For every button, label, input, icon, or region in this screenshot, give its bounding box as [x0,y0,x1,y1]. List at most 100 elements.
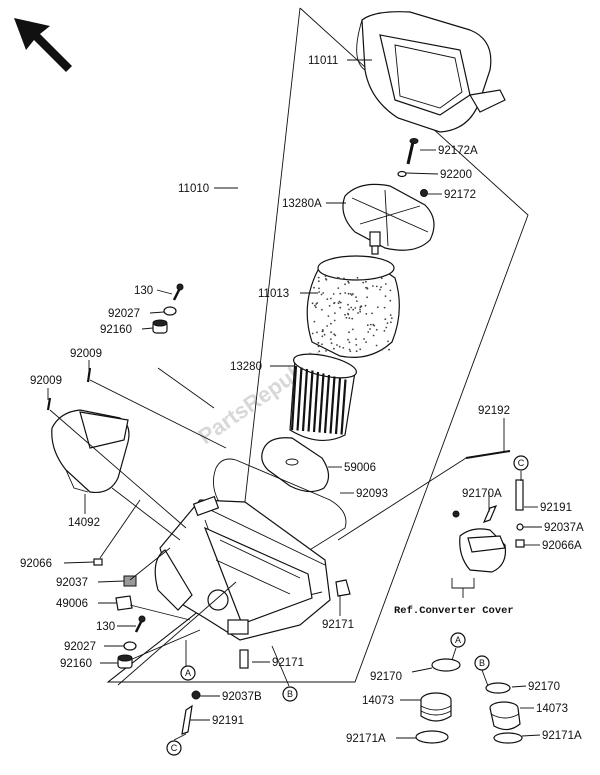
foam-dot [311,332,314,335]
foam-dot [315,306,317,309]
foam-dot [313,286,315,289]
foam-dot [320,293,323,296]
part-92171A-clamp-right [493,732,523,744]
label-13280: 13280 [230,361,262,373]
foam-dot [323,333,326,336]
foam-dot [338,300,341,303]
foam-dot [321,308,323,311]
part-92171-pin-lower [239,649,249,669]
foam-dot [337,287,340,289]
foam-dot [347,280,349,283]
part-92170-clamp-left [431,658,461,672]
label-92037A: 92037A [544,522,584,534]
foam-dot [344,283,346,286]
svg-text:A: A [185,668,191,678]
marker-c-bottom: C [166,740,182,756]
part-92160-damper-upper [152,319,168,334]
foam-dot [336,344,338,346]
assembly-boundary [106,7,529,683]
part-130-bolt-upper [172,283,184,301]
cage-rib [329,376,336,434]
foam-dot [366,324,369,327]
foam-dot [389,289,392,292]
label-92170-left: 92170 [370,671,402,683]
front-direction-arrow-icon [14,18,72,72]
foam-dot [317,280,320,283]
cage-rib [318,373,325,433]
foam-dot [332,293,335,295]
part-92171-clip-right [335,579,351,597]
label-92009-a: 92009 [70,348,102,360]
foam-dot [351,328,354,331]
foam-dot [359,310,362,313]
foam-dot [330,342,333,345]
label-92171A-right: 92171A [542,730,582,742]
foam-dot [359,308,361,311]
part-49006-valve [115,595,133,611]
foam-dot [352,308,355,311]
part-14073-tube-right [489,701,521,731]
marker-b-case: B [282,686,298,702]
label-14073-right: 14073 [536,703,568,715]
foam-dot [322,292,325,294]
foam-dot [355,350,358,353]
foam-dot [365,280,367,283]
foam-dot [354,307,357,309]
foam-dot [384,318,387,321]
part-92027-collar-upper [163,306,177,316]
label-92191-lower: 92191 [212,715,244,727]
foam-dot [383,330,386,332]
foam-dot [327,315,330,317]
foam-dot [366,287,369,290]
label-11013: 11013 [258,288,289,300]
part-92200-washer [397,170,407,178]
foam-dot [347,338,349,341]
foam-dot [386,322,389,324]
part-92037-clamp [123,575,137,587]
label-92170A: 92170A [462,488,502,500]
foam-dot [337,302,340,305]
foam-dot [384,283,387,285]
label-92066: 92066 [20,558,52,570]
cage-rib [312,371,320,433]
foam-dot [333,319,336,322]
label-92160-upper: 92160 [100,324,132,336]
label-92066A: 92066A [542,540,582,552]
foam-dot [330,297,332,300]
part-11011-cover [356,11,506,133]
part-92172A-screw [406,138,419,165]
part-130-bolt-lower [134,615,146,633]
foam-dot [324,277,327,280]
foam-dot [372,323,375,326]
part-converter-cover [452,510,507,573]
foam-dot [334,334,337,337]
leader-lines [47,59,542,741]
foam-dot [355,338,357,340]
foam-dot [384,295,387,297]
part-11013-filter [306,255,400,358]
label-92037B: 92037B [222,691,262,703]
foam-dot [383,306,386,309]
label-130-upper: 130 [134,285,153,297]
label-14092: 14092 [68,517,100,529]
marker-a-case: A [180,665,196,681]
label-14073-left: 14073 [362,695,394,707]
part-92191-hose-lower [181,704,193,735]
label-92171-right: 92171 [322,619,354,631]
foam-dot [339,306,342,309]
foam-dot [347,303,349,306]
label-92200: 92200 [440,169,472,181]
part-92170-clamp-right [485,682,511,694]
label-13280A: 13280A [282,198,322,210]
foam-dot [348,341,351,344]
part-92170A-clamp [482,505,498,523]
foam-dot [314,304,316,307]
foam-dot [376,306,379,309]
part-13280-cage [289,353,357,441]
foam-dot [348,331,350,334]
part-92009-screw-b [46,397,52,411]
label-92172A: 92172A [438,145,478,157]
foam-dot [371,312,373,315]
foam-dot [326,325,328,327]
foam-dot [390,317,393,320]
